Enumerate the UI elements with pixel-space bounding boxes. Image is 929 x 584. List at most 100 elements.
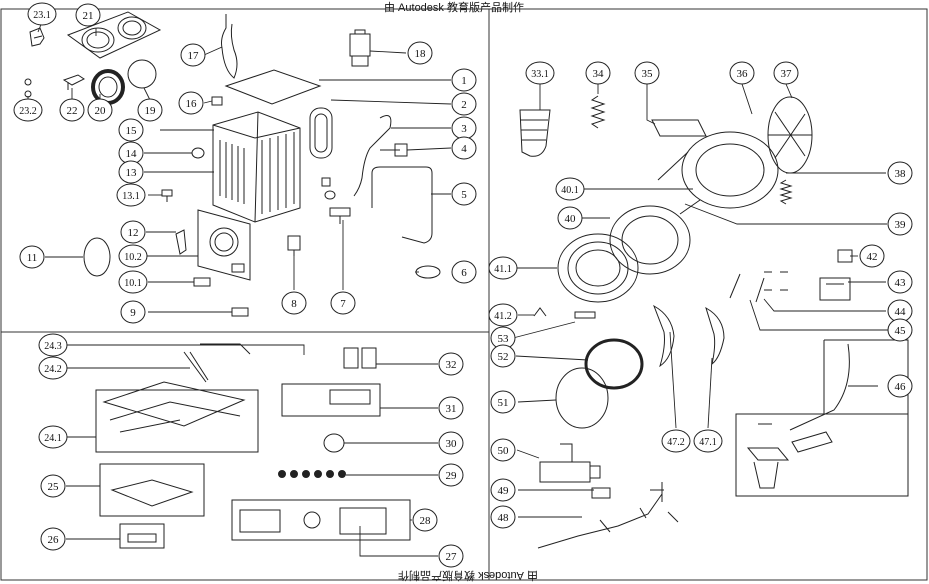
callout-label: 10.2 (124, 252, 142, 263)
part-counterweight (651, 119, 707, 137)
callout-39: 39 (887, 212, 913, 236)
part-clip-41 (533, 307, 547, 317)
callout-label: 24.1 (44, 433, 62, 444)
part-53 (574, 311, 596, 319)
callout-label: 49 (498, 485, 510, 497)
part-drawer-handle (119, 523, 165, 549)
callout-label: 25 (48, 481, 60, 493)
callout-label: 6 (461, 267, 467, 279)
callout-label: 32 (446, 359, 457, 371)
callout-label: 39 (895, 219, 907, 231)
callout-3: 3 (451, 116, 477, 140)
part-bracket-7 (329, 207, 351, 224)
callout-label: 43 (895, 277, 907, 289)
callout-label: 1 (461, 75, 467, 87)
callout-24-2: 24.2 (38, 356, 68, 380)
callout-label: 21 (83, 10, 94, 22)
callout-13-1: 13.1 (116, 183, 146, 207)
callout-8: 8 (281, 291, 307, 315)
part-bracket-47-2 (653, 304, 675, 368)
callout-label: 8 (291, 298, 297, 310)
part-drain-pump (539, 443, 601, 483)
callout-label: 13 (126, 167, 138, 179)
callout-label: 24.2 (44, 364, 62, 375)
callout-label: 20 (95, 105, 107, 117)
callout-label: 38 (895, 168, 907, 180)
part-leveling-foot (161, 189, 173, 202)
part-sensor-tube (353, 115, 392, 197)
part-front-tub (557, 233, 639, 303)
leader-lines (27, 21, 888, 557)
callout-label: 34 (593, 68, 605, 80)
callout-12: 12 (120, 220, 146, 244)
part-inlet-hose (221, 14, 238, 79)
callout-24-1: 24.1 (38, 425, 68, 449)
callout-52: 52 (490, 344, 516, 368)
part-wire-harness (537, 482, 679, 549)
callout-label: 52 (498, 351, 509, 363)
part-connector (380, 143, 408, 157)
callout-label: 29 (446, 470, 458, 482)
part-screw (24, 78, 32, 86)
part-bracket (62, 74, 85, 90)
part-foot (191, 147, 205, 159)
callout-label: 35 (642, 68, 654, 80)
part-door-window (555, 367, 609, 429)
callout-5: 5 (451, 182, 477, 206)
part-49 (591, 487, 611, 499)
part-door-gasket (584, 338, 644, 390)
callout-label: 48 (498, 512, 510, 524)
callout-40-1: 40.1 (555, 177, 585, 201)
callout-50: 50 (490, 438, 516, 462)
callout-37: 37 (773, 61, 799, 85)
callout-label: 9 (130, 307, 136, 319)
part-clip (211, 96, 223, 106)
callout-label: 53 (498, 333, 510, 345)
callout-label: 37 (781, 68, 793, 80)
callout-label: 23.2 (19, 106, 37, 117)
part-outer-tub (657, 131, 779, 215)
part-bellows (519, 109, 551, 157)
part-drain-hose (371, 166, 433, 244)
callout-16: 16 (178, 91, 204, 115)
callout-label: 4 (461, 143, 467, 155)
callout-label: 33.1 (531, 69, 549, 80)
callout-label: 41.1 (494, 264, 512, 275)
callout-51: 51 (490, 390, 516, 414)
part-latch (193, 277, 211, 287)
callout-label: 26 (48, 534, 60, 546)
parts-right (519, 95, 909, 549)
callout-label: 22 (67, 105, 78, 117)
callout-36: 36 (729, 61, 755, 85)
callout-7: 7 (330, 291, 356, 315)
callout-label: 10.1 (124, 278, 142, 289)
callout-label: 3 (461, 123, 467, 135)
detergent-drawer-box (95, 389, 259, 453)
callout-label: 16 (186, 98, 198, 110)
callout-9: 9 (120, 300, 146, 324)
part-label (231, 307, 249, 317)
callout-40: 40 (557, 206, 583, 230)
callout-label: 50 (498, 445, 510, 457)
part-inlet-valve (349, 29, 371, 67)
callout-label: 2 (461, 99, 467, 111)
part-bolt (729, 273, 765, 303)
callout-label: 18 (415, 48, 427, 60)
callout-24-3: 24.3 (38, 333, 68, 357)
part-gasket (91, 69, 125, 105)
callout-2: 2 (451, 92, 477, 116)
part-43 (819, 277, 851, 301)
callout-label: 7 (340, 298, 346, 310)
callout-label: 47.2 (667, 437, 685, 448)
callout-label: 5 (461, 189, 467, 201)
callout-6: 6 (451, 260, 477, 284)
callout-label: 47.1 (699, 437, 717, 448)
part-cabinet (212, 111, 301, 223)
part-heater-seal (309, 107, 333, 159)
callout-label: 36 (737, 68, 749, 80)
callout-27: 27 (438, 544, 464, 568)
callout-label: 45 (895, 325, 907, 337)
callout-42: 42 (859, 244, 885, 268)
callout-label: 28 (420, 515, 432, 527)
